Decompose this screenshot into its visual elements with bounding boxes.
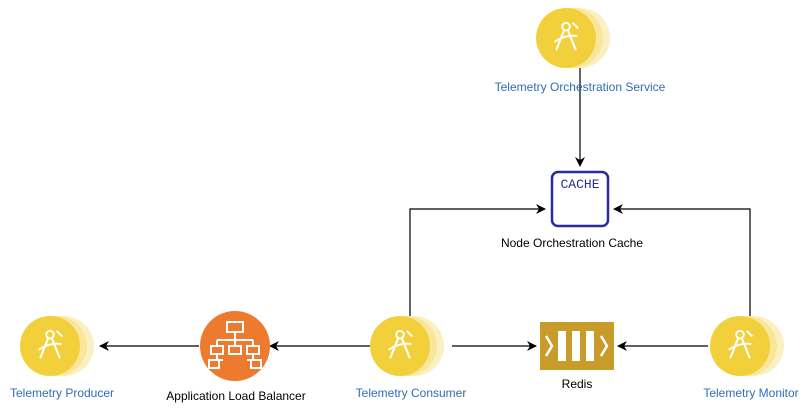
- edge-monitor-to-cache: [613, 204, 751, 316]
- label-redis: Redis: [561, 377, 593, 391]
- label-telemetry-monitor: Telemetry Monitor: [703, 386, 799, 400]
- cache-icon-text: CACHE: [560, 177, 599, 192]
- label-application-load-balancer: Application Load Balancer: [166, 389, 306, 403]
- cache-icon[interactable]: CACHE: [550, 170, 610, 228]
- compass-icon[interactable]: [710, 316, 784, 376]
- compass-icon[interactable]: [536, 8, 610, 68]
- edge-consumer-to-cache: [409, 204, 546, 316]
- label-node-orchestration-cache: Node Orchestration Cache: [500, 236, 644, 250]
- compass-icon[interactable]: [370, 316, 444, 376]
- compass-icon[interactable]: [20, 316, 94, 376]
- edges: [99, 68, 751, 351]
- label-telemetry-producer: Telemetry Producer: [9, 386, 115, 400]
- label-telemetry-consumer: Telemetry Consumer: [355, 386, 467, 400]
- label-telemetry-orchestration-service: Telemetry Orchestration Service: [494, 80, 666, 94]
- queue-icon[interactable]: [540, 322, 614, 370]
- hierarchy-icon[interactable]: [200, 311, 270, 381]
